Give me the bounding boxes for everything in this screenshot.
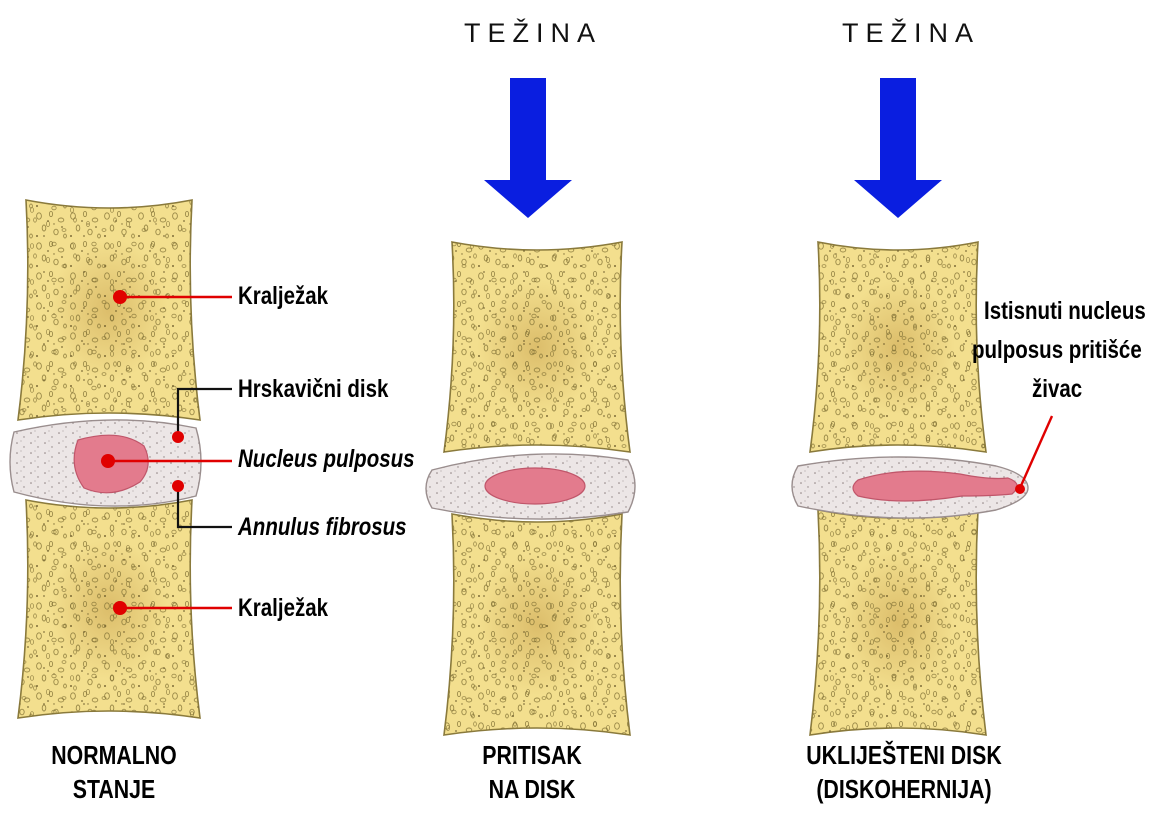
caption-normal: NORMALNO STANJE — [32, 738, 196, 806]
caption-normal-line2: STANJE — [32, 772, 196, 806]
vertebra-pressure-bottom-texture-fine — [444, 514, 630, 735]
pointer-dot-cartilage-disc — [172, 431, 184, 443]
label-cartilage-disc: Hrskavični disk — [238, 375, 388, 404]
label-nucleus-pulposus: Nucleus pulposus — [238, 445, 415, 474]
label-vertebra-top: Kralježak — [238, 282, 328, 311]
label-herniation-line3: živac — [1032, 375, 1082, 404]
vertebra-herniation-top-texture-fine — [810, 242, 986, 452]
nucleus-pressure — [485, 468, 585, 504]
caption-pressure: PRITISAK NA DISK — [450, 738, 614, 806]
caption-normal-line1: NORMALNO — [32, 738, 196, 772]
pointer-herniation — [1020, 416, 1052, 488]
label-annulus-fibrosus: Annulus fibrosus — [238, 513, 407, 542]
pointer-dot-vertebra-top — [113, 290, 127, 304]
pointer-dot-annulus — [172, 480, 184, 492]
caption-herniation-line2: (DISKOHERNIJA) — [789, 772, 1019, 806]
pointer-dot-vertebra-bottom — [113, 601, 127, 615]
weight-arrow-herniation — [854, 78, 942, 218]
vertebra-pressure-top-texture-fine — [444, 242, 630, 452]
pointer-dot-herniation — [1015, 484, 1025, 494]
weight-arrow-pressure — [484, 78, 572, 218]
caption-herniation-line1: UKLIJEŠTENI DISK — [789, 738, 1019, 772]
vertebra-herniation-bottom-texture-fine — [810, 510, 986, 735]
weight-label-herniation: TEŽINA — [842, 18, 980, 49]
pointer-dot-nucleus — [101, 454, 115, 468]
caption-pressure-line1: PRITISAK — [450, 738, 614, 772]
vertebra-normal-top-texture-fine — [18, 200, 200, 420]
label-herniation-line2: pulposus pritišće — [972, 336, 1142, 365]
caption-pressure-line2: NA DISK — [450, 772, 614, 806]
weight-label-pressure: TEŽINA — [464, 18, 602, 49]
caption-herniation: UKLIJEŠTENI DISK (DISKOHERNIJA) — [789, 738, 1019, 806]
label-herniation-line1: Istisnuti nucleus — [984, 297, 1146, 326]
label-vertebra-bottom: Kralježak — [238, 594, 328, 623]
